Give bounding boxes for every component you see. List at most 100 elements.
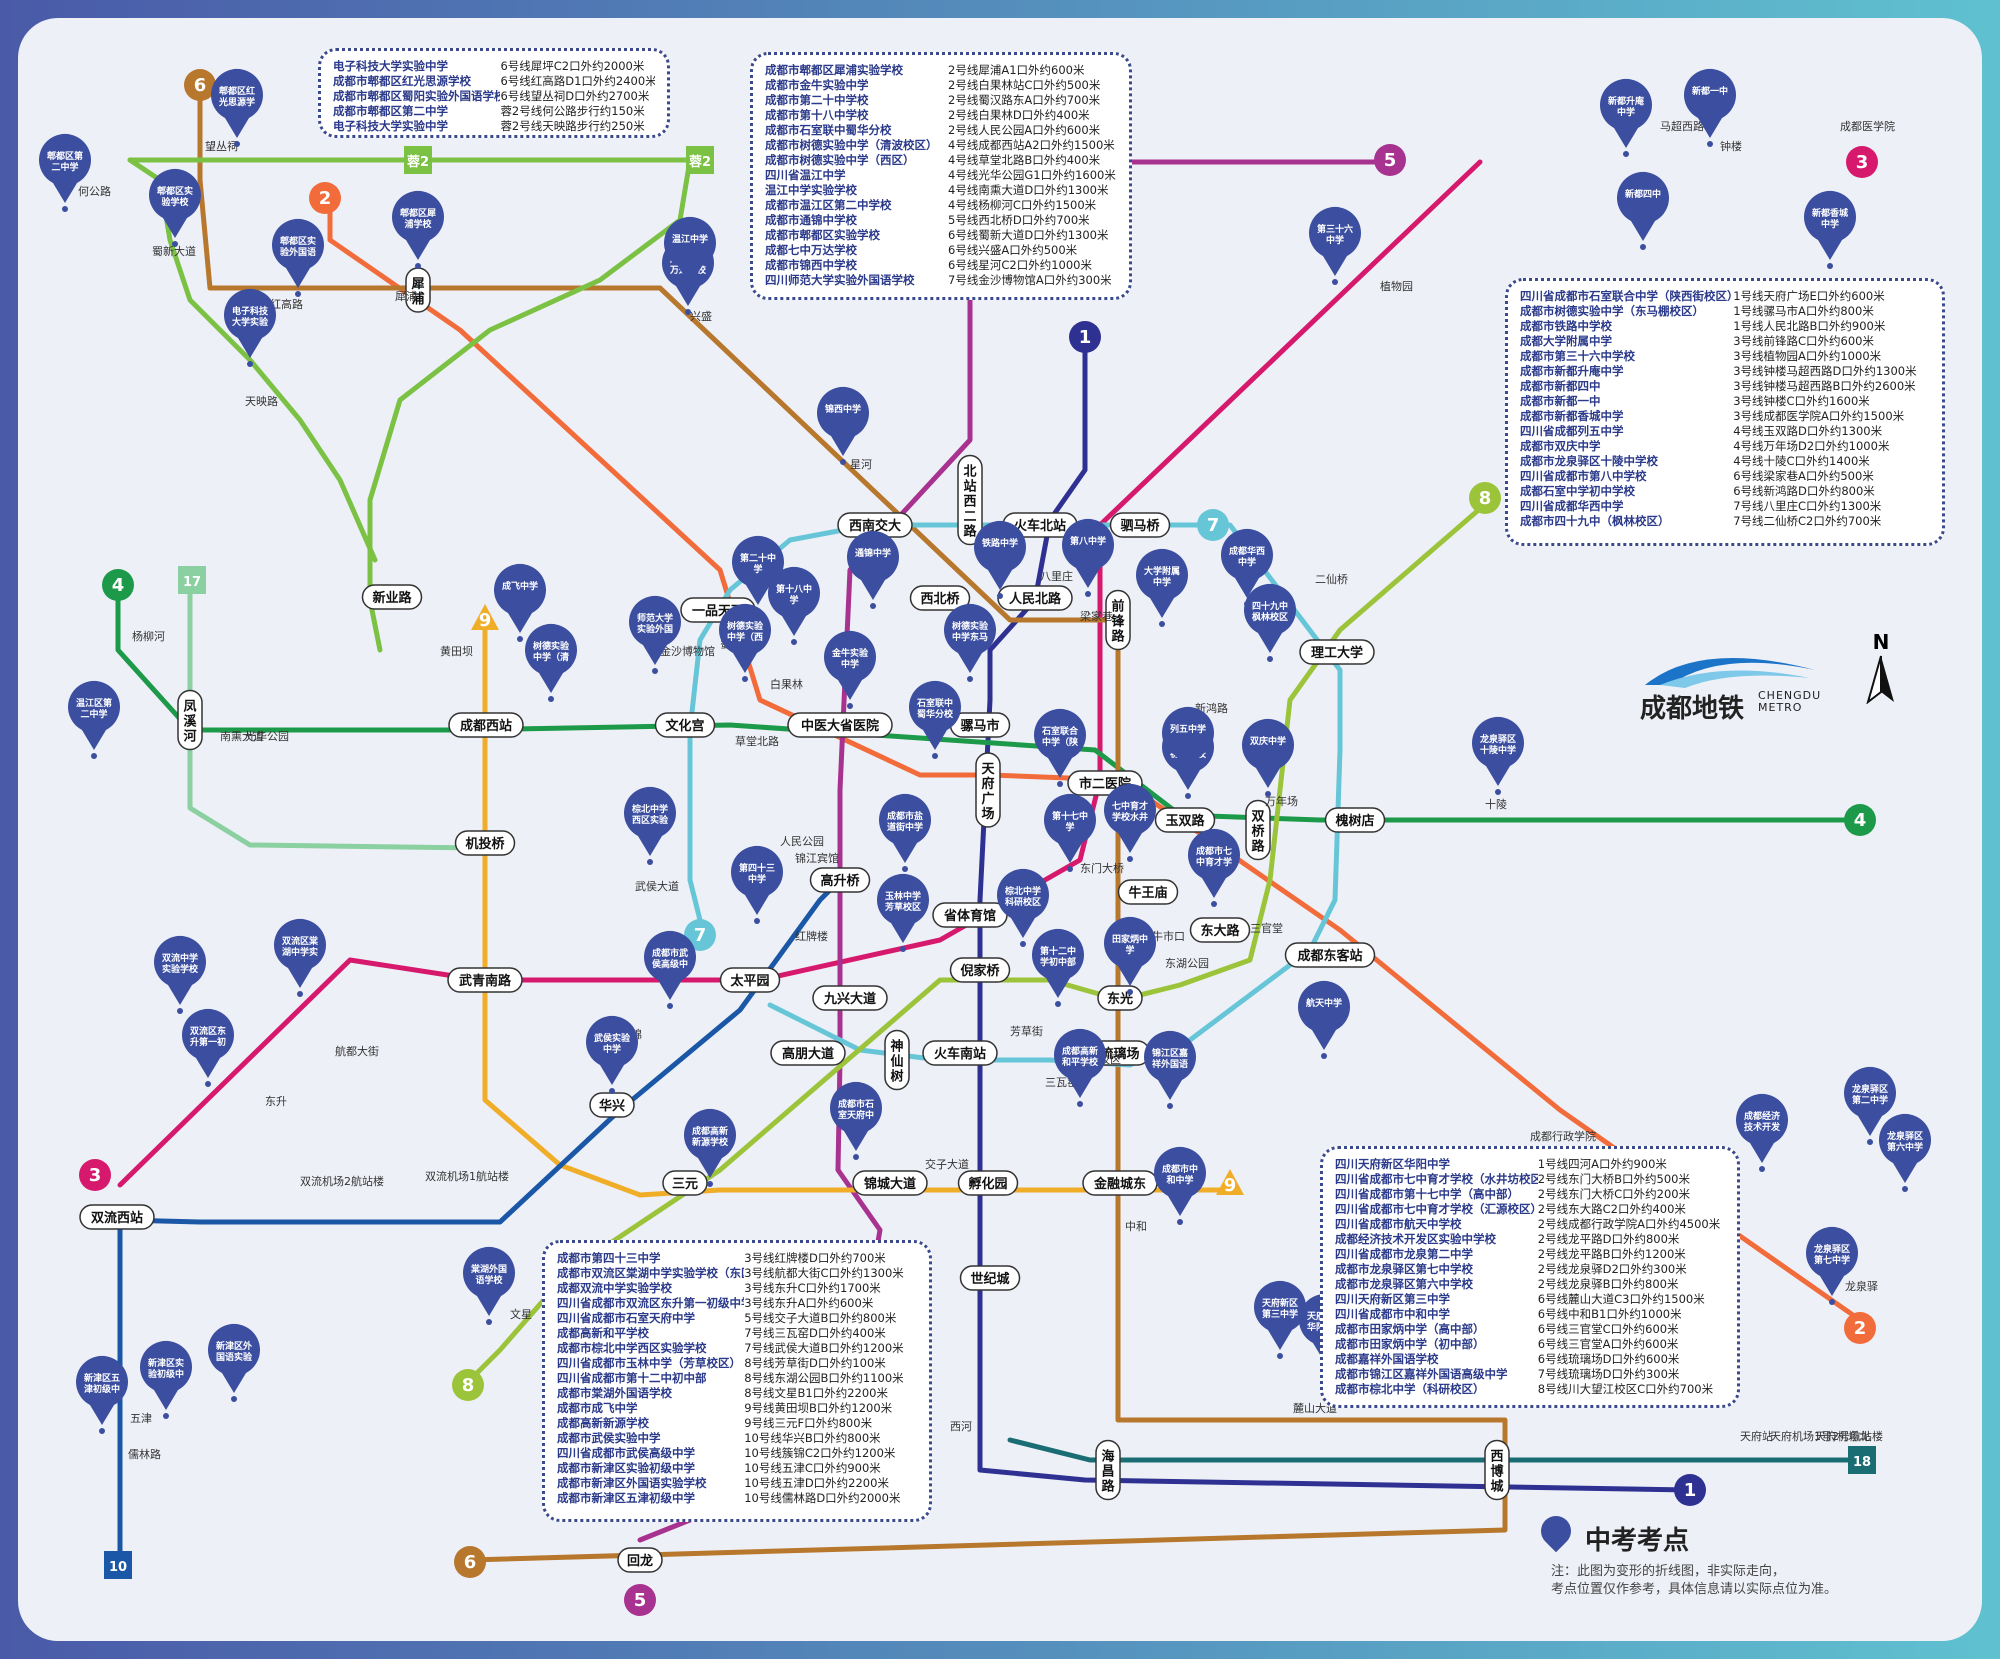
school-pin[interactable]: 新津区实验初级中 bbox=[140, 1340, 192, 1419]
school-pin[interactable]: 成都市七中育才学 bbox=[1187, 828, 1240, 907]
school-pin[interactable]: 新都升庵中学 bbox=[1600, 78, 1652, 157]
school-pin[interactable]: 大学附属中学 bbox=[1136, 548, 1188, 627]
school-pin[interactable]: 树德实验中学（西 bbox=[719, 603, 771, 682]
school-pin[interactable]: 棕北中学西区实验 bbox=[624, 786, 676, 865]
school-pin[interactable]: 新都一中 bbox=[1684, 68, 1737, 147]
station-华兴[interactable]: 华兴 bbox=[589, 1092, 635, 1118]
school-pin[interactable]: 铁路中学 bbox=[974, 520, 1026, 599]
school-pin[interactable]: 师范大学实验外国 bbox=[629, 595, 681, 674]
station-神仙树[interactable]: 神仙树 bbox=[884, 1029, 910, 1091]
school-pin[interactable]: 树德实验中学（清 bbox=[525, 623, 578, 702]
station-东大路[interactable]: 东大路 bbox=[1189, 917, 1251, 943]
school-pin[interactable]: 龙泉驿区第六中学 bbox=[1879, 1113, 1932, 1192]
station-省体育馆[interactable]: 省体育馆 bbox=[932, 902, 1008, 928]
school-pin[interactable]: 新津区五津初级中 bbox=[76, 1355, 128, 1434]
school-pin[interactable]: 新津区外国语实验 bbox=[208, 1323, 260, 1402]
station-牛王庙[interactable]: 牛王庙 bbox=[1117, 879, 1179, 905]
school-pin[interactable]: 田家炳中学 bbox=[1104, 916, 1157, 995]
school-pin[interactable]: 第四十三中学 bbox=[731, 845, 783, 924]
school-pin[interactable]: 双庆中学 bbox=[1242, 718, 1294, 797]
school-pin[interactable]: 棠湖外国语学校 bbox=[463, 1246, 516, 1325]
school-pin[interactable]: 成都市中和中学 bbox=[1154, 1146, 1207, 1225]
station-火车南站[interactable]: 火车南站 bbox=[922, 1040, 998, 1066]
school-pin[interactable]: 成都市石室天府中 bbox=[830, 1081, 883, 1160]
station-武青南路[interactable]: 武青南路 bbox=[447, 967, 523, 993]
station-驷马桥[interactable]: 驷马桥 bbox=[1109, 512, 1171, 538]
station-世纪城[interactable]: 世纪城 bbox=[959, 1265, 1021, 1291]
school-pin[interactable]: 航天中学 bbox=[1298, 980, 1351, 1059]
station-三元[interactable]: 三元 bbox=[662, 1170, 708, 1196]
station-回龙[interactable]: 回龙 bbox=[617, 1547, 663, 1573]
station-孵化园[interactable]: 孵化园 bbox=[957, 1170, 1019, 1196]
station-玉双路[interactable]: 玉双路 bbox=[1154, 807, 1216, 833]
school-pin[interactable]: 双流区棠湖中学实 bbox=[274, 918, 326, 997]
station-东光[interactable]: 东光 bbox=[1097, 985, 1143, 1011]
station-火车北站[interactable]: 火车北站 bbox=[1002, 512, 1078, 538]
station-凤溪河[interactable]: 凤溪河 bbox=[177, 689, 203, 751]
station-天府广场[interactable]: 天府广场 bbox=[975, 752, 1001, 828]
school-pin[interactable]: 成都经济技术开发 bbox=[1736, 1093, 1789, 1172]
station-倪家桥[interactable]: 倪家桥 bbox=[949, 957, 1011, 983]
station-高朋大道[interactable]: 高朋大道 bbox=[770, 1040, 846, 1066]
school-pin[interactable]: 成都华西中学 bbox=[1221, 528, 1274, 607]
school-pin[interactable]: 锦江区嘉祥外国语 bbox=[1143, 1030, 1196, 1109]
station-机投桥[interactable]: 机投桥 bbox=[454, 830, 516, 856]
station-槐树店[interactable]: 槐树店 bbox=[1324, 807, 1386, 833]
school-pin[interactable]: 龙泉驿区第七中学 bbox=[1806, 1226, 1858, 1305]
station-新业路[interactable]: 新业路 bbox=[361, 584, 423, 610]
station-海昌路[interactable]: 海昌路 bbox=[1095, 1439, 1121, 1501]
station-理工大学[interactable]: 理工大学 bbox=[1299, 639, 1375, 665]
school-pin[interactable]: 锦西中学 bbox=[817, 386, 870, 465]
station-西南交大[interactable]: 西南交大 bbox=[837, 512, 913, 538]
station-双桥路[interactable]: 双桥路 bbox=[1245, 799, 1271, 861]
station-成都东客站[interactable]: 成都东客站 bbox=[1284, 942, 1376, 968]
station-高升桥[interactable]: 高升桥 bbox=[809, 867, 871, 893]
school-pin[interactable]: 郫都区实验学校 bbox=[148, 168, 201, 247]
station-西北桥[interactable]: 西北桥 bbox=[909, 585, 971, 611]
station-人民北路[interactable]: 人民北路 bbox=[997, 585, 1073, 611]
station-文化宫[interactable]: 文化宫 bbox=[654, 712, 716, 738]
school-pin[interactable]: 电子科技大学实验 bbox=[224, 288, 277, 367]
station-中医大省医院[interactable]: 中医大省医院 bbox=[787, 712, 893, 738]
school-pin[interactable]: 新都香城中学 bbox=[1803, 190, 1856, 269]
school-pin[interactable]: 温江中学 bbox=[664, 216, 716, 295]
school-pin[interactable]: 第八中学 bbox=[1062, 518, 1114, 597]
station-太平园[interactable]: 太平园 bbox=[719, 967, 781, 993]
school-pin[interactable]: 列五中学 bbox=[1161, 706, 1214, 785]
school-pin[interactable]: 第十七中学 bbox=[1044, 793, 1096, 872]
station-成都西站[interactable]: 成都西站 bbox=[448, 712, 524, 738]
school-pin[interactable]: 第三十六中学 bbox=[1309, 206, 1361, 285]
school-pin[interactable]: 温江区第二中学 bbox=[68, 680, 120, 759]
school-pin[interactable]: 成都高新和平学校 bbox=[1053, 1028, 1106, 1107]
school-pin[interactable]: 石室联中蜀华分校 bbox=[909, 680, 962, 759]
station-金融城东[interactable]: 金融城东 bbox=[1082, 1170, 1158, 1196]
school-pin[interactable]: 成飞中学 bbox=[494, 563, 546, 642]
school-pin[interactable]: 双流区东升第一初 bbox=[182, 1008, 235, 1087]
station-西博城[interactable]: 西博城 bbox=[1484, 1439, 1510, 1501]
school-pin[interactable]: 通锦中学 bbox=[847, 530, 900, 609]
station-骡马市[interactable]: 骡马市 bbox=[949, 712, 1011, 738]
school-pin[interactable]: 新都四中 bbox=[1616, 171, 1669, 250]
school-pin[interactable]: 成都高新新源学校 bbox=[684, 1108, 736, 1187]
station-锦城大道[interactable]: 锦城大道 bbox=[852, 1170, 928, 1196]
school-pin[interactable]: 成都市武侯高级中 bbox=[644, 930, 696, 1009]
school-pin[interactable]: 石室联合中学（陕 bbox=[1034, 708, 1087, 787]
school-pin[interactable]: 第十八中学 bbox=[768, 566, 821, 645]
school-pin[interactable]: 天府新区第三中学 bbox=[1254, 1280, 1306, 1359]
school-pin[interactable]: 武侯实验中学 bbox=[585, 1015, 638, 1094]
station-双流西站[interactable]: 双流西站 bbox=[79, 1204, 155, 1230]
station-九兴大道[interactable]: 九兴大道 bbox=[812, 985, 888, 1011]
school-pin[interactable]: 双流中学实验学校 bbox=[154, 935, 207, 1014]
school-pin[interactable]: 金牛实验中学 bbox=[823, 630, 876, 709]
school-pin[interactable]: 龙泉驿区十陵中学 bbox=[1472, 716, 1525, 795]
school-pin[interactable]: 郫都区第二中学 bbox=[39, 133, 91, 212]
